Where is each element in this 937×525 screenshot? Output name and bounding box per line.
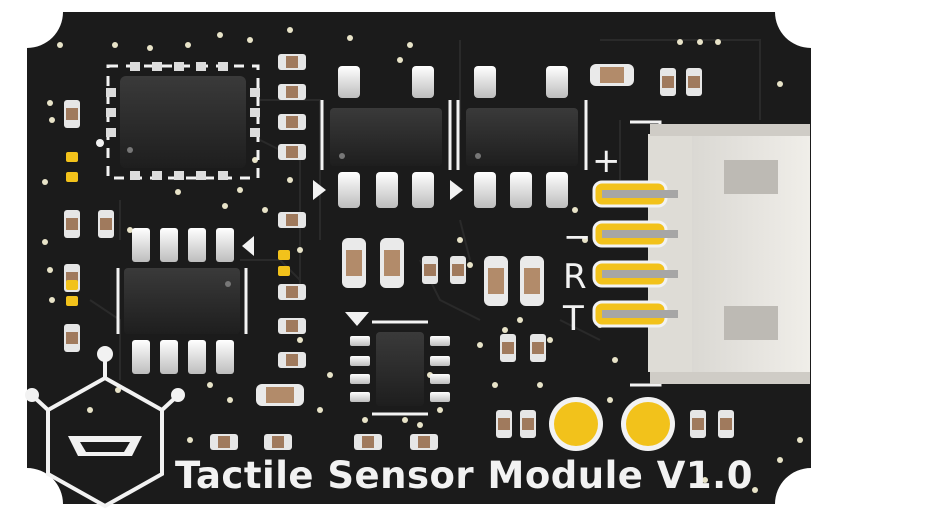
smd-component-body <box>688 76 700 88</box>
robot-logo-icon <box>25 346 185 509</box>
gold-pad <box>278 266 290 276</box>
soic-chip-left <box>116 228 254 374</box>
pin-label-minus: − <box>563 217 592 257</box>
smd-component-body <box>218 436 230 448</box>
jst-connector <box>630 120 810 387</box>
connector-pins <box>592 180 678 328</box>
smd-component-body <box>66 218 78 230</box>
test-pads <box>549 397 675 451</box>
smd-component-body <box>692 418 704 430</box>
sot-chip-1 <box>313 66 442 208</box>
smd-component-body <box>66 108 78 120</box>
dfn-chip <box>345 312 450 416</box>
gold-pad <box>278 250 290 260</box>
board-title: Tactile Sensor Module V1.0 <box>175 454 753 497</box>
passive-components <box>64 54 734 450</box>
smd-component-body <box>522 418 534 430</box>
smd-component-body <box>286 146 298 158</box>
sot-chip-2 <box>450 66 578 208</box>
smd-component-body <box>424 264 436 276</box>
smd-component-body <box>362 436 374 448</box>
pin-label-t: T <box>562 299 584 339</box>
smd-component-body <box>100 218 112 230</box>
capacitor-large <box>256 64 634 406</box>
gold-pad <box>66 296 78 306</box>
smd-component-body <box>418 436 430 448</box>
smd-component-body <box>286 214 298 226</box>
pin-labels: + − R T <box>562 141 621 339</box>
smd-component-body <box>66 332 78 344</box>
smd-component-body <box>662 76 674 88</box>
smd-component-body <box>532 342 544 354</box>
smd-component-body <box>286 286 298 298</box>
smd-component-body <box>272 436 284 448</box>
gold-pad <box>66 172 78 182</box>
smd-component-body <box>286 116 298 128</box>
qfn-chip <box>96 62 260 180</box>
smd-component-body <box>286 86 298 98</box>
smd-component-body <box>286 320 298 332</box>
smd-component-body <box>286 354 298 366</box>
smd-component-body <box>502 342 514 354</box>
smd-component-body <box>720 418 732 430</box>
smd-component-body <box>286 56 298 68</box>
smd-component-body <box>452 264 464 276</box>
gold-pad <box>66 152 78 162</box>
pin-label-r: R <box>563 257 587 297</box>
smd-component-body <box>498 418 510 430</box>
gold-pad <box>66 280 78 290</box>
pin-label-plus: + <box>592 141 621 181</box>
